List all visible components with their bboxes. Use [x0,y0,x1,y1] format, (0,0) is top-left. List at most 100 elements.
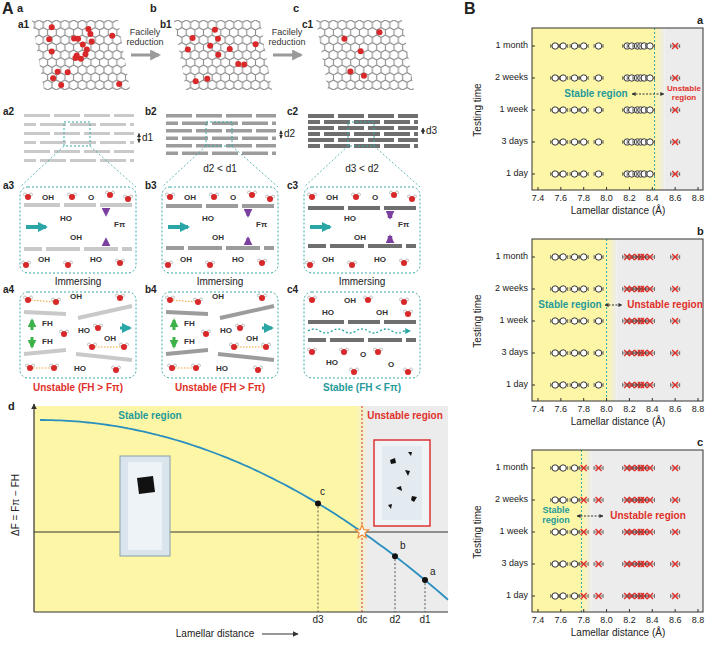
error-bar [627,287,628,291]
unstable-marker [647,318,653,324]
error-bar [622,351,623,355]
tick-label: 8.6 [669,404,682,414]
unstable-marker [596,497,602,503]
region-label: Stable region [118,410,181,422]
oxygen-group [190,35,196,41]
error-bar [594,319,595,323]
error-bar [570,530,571,534]
error-bar [627,319,628,323]
panel-label: c3 [287,180,298,192]
error-bar [639,108,640,112]
unstable-marker [596,561,602,567]
error-bar [570,44,571,48]
error-bar [632,44,633,48]
graphene-sheet [338,114,364,118]
unstable-marker [581,465,587,471]
axis-tick [538,609,539,612]
error-bar [632,172,633,176]
error-bar [639,530,640,534]
oxygen-group [212,27,218,33]
error-bar [558,530,559,534]
oxygen-group [46,36,52,42]
error-bar [567,530,568,534]
graphene-sheet [368,244,402,248]
error-bar [679,383,680,387]
oxygen-group [185,47,191,53]
error-bar [579,530,580,534]
error-bar [639,562,640,566]
group-label: OH [212,233,224,242]
curve-point [422,577,428,583]
graphene-sheet [166,114,192,118]
water-molecule [211,194,217,200]
unstable-marker [647,318,653,324]
error-bar [654,140,655,144]
unstable-marker [672,254,678,260]
force-curve [40,420,448,600]
graphene-sheet [348,206,380,210]
graphene-sheet [256,114,276,118]
water-molecule [259,260,265,266]
error-bar [645,351,646,355]
stable-marker [560,561,566,567]
axis-title: Testing time [472,294,484,347]
error-bar [627,172,628,176]
error-bar [603,108,604,112]
axis-tick [532,257,535,258]
axis-tick [532,46,535,47]
error-bar [558,108,559,112]
error-bar [567,255,568,259]
graphene-sheet [212,137,238,141]
oxygen-group [341,36,347,42]
stable-marker [647,75,653,81]
oxygen-group [358,48,364,54]
error-bar [579,466,580,470]
error-bar [579,351,580,355]
graphene-sheet [24,150,50,153]
error-bar [603,44,604,48]
graphene-sheet [264,246,274,250]
error-bar [679,108,680,112]
distance-label: d1 [142,132,153,144]
unstable-marker [647,465,653,471]
error-bar [603,383,604,387]
error-bar [636,44,637,48]
graphene-sheet [324,120,350,124]
panel-label: a4 [3,284,14,296]
error-bar [654,383,655,387]
graphene-sheet [166,204,202,208]
error-bar [579,530,580,534]
graphene-sheet [70,141,96,144]
oxygen-group [49,49,55,55]
error-bar [679,44,680,48]
graphene-sheet [398,114,418,118]
panel-letter: c [293,2,299,15]
oxygen-group [116,81,122,87]
error-bar [622,530,623,534]
water-molecule [401,260,407,266]
error-bar [579,562,580,566]
error-bar [654,108,655,112]
group-label: FH [42,337,53,346]
unstable-marker [672,382,678,388]
group-label: OH [184,193,196,202]
error-bar [558,76,559,80]
error-bar [639,172,640,176]
water-molecule [89,344,95,350]
tick-label: 2 weeks [495,494,528,504]
water-molecule [307,262,313,268]
tick-label: 1 day [506,379,528,389]
water-molecule [65,262,71,268]
error-bar [636,287,637,291]
error-bar [622,466,623,470]
region-transition [356,406,368,612]
graphene-sheet [130,141,134,144]
graphene-sheet [384,320,416,324]
error-bar [579,108,580,112]
water-molecule [267,196,273,202]
water-molecule [69,194,75,200]
oxygen-group [377,29,383,35]
error-bar [654,44,655,48]
error-bar [645,466,646,470]
error-bar [679,319,680,323]
